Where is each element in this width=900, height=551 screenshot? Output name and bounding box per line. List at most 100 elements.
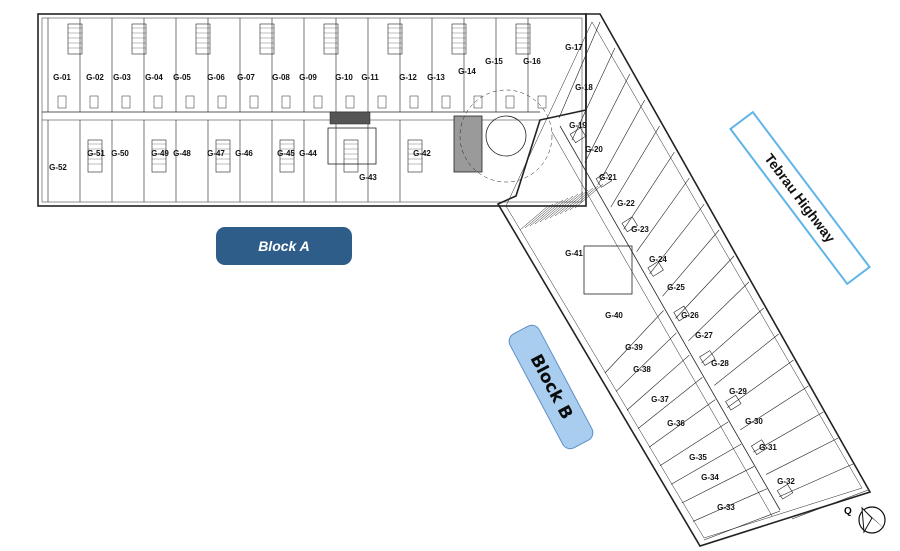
stair-core [621, 216, 638, 233]
unit-label: G-12 [399, 73, 417, 82]
unit-label: G-01 [53, 73, 71, 82]
ramp-line [549, 193, 579, 219]
toilet [505, 95, 515, 109]
ramp-line [559, 189, 589, 215]
ramp-line [534, 199, 564, 225]
stair-core [343, 139, 359, 173]
corridor-line [551, 131, 773, 517]
toilet [345, 95, 355, 109]
block-b-outline [496, 13, 872, 547]
partition-wall [778, 463, 854, 497]
ramp-line [519, 205, 549, 231]
toilet [217, 95, 227, 109]
unit-label: G-09 [299, 73, 317, 82]
partition-wall [610, 125, 660, 208]
stair-core [215, 139, 231, 173]
stair-core [725, 394, 742, 411]
unit-label: G-10 [335, 73, 353, 82]
toilet [249, 95, 259, 109]
unit-label: G-22 [617, 199, 635, 208]
unit-label: G-43 [359, 173, 377, 182]
unit-label: G-07 [237, 73, 255, 82]
block-b-inner-outline [505, 21, 863, 539]
unit-label: G-28 [711, 359, 729, 368]
ramp-line [554, 191, 584, 217]
stair-core [387, 23, 403, 55]
ramp-line [544, 195, 574, 221]
toilet [185, 95, 195, 109]
unit-label: G-04 [145, 73, 163, 82]
partition-wall [765, 437, 839, 475]
stair-core [151, 139, 167, 173]
stair-core [407, 139, 423, 173]
stair-core [323, 23, 339, 55]
toilet [473, 95, 483, 109]
unit-label: G-23 [631, 225, 649, 234]
unit-label: G-11 [361, 73, 379, 82]
partition-wall [584, 73, 631, 163]
unit-label: G-21 [599, 173, 617, 182]
corridor-line [559, 125, 781, 511]
lift-bank [329, 111, 371, 125]
unit-label: G-02 [86, 73, 104, 82]
partition-wall [659, 421, 729, 467]
unit-label: G-17 [565, 43, 583, 52]
unit-label: G-36 [667, 419, 685, 428]
unit-label: G-44 [299, 149, 317, 158]
unit-label: G-16 [523, 57, 541, 66]
unit-label: G-45 [277, 149, 295, 158]
unit-labels: G-01 G-02 G-03 G-04 G-05 G-06 G-07 G-08 G-09 G-10… [49, 43, 795, 512]
partition-wall [670, 443, 742, 485]
stair-core [195, 23, 211, 55]
unit-label: G-40 [605, 311, 623, 320]
compass-label: Q [844, 506, 852, 517]
partition-wall [648, 399, 716, 448]
toilet [121, 95, 131, 109]
unit-label: G-26 [681, 311, 699, 320]
ramp-line [539, 197, 569, 223]
unit-label: G-19 [569, 121, 587, 130]
toilet [89, 95, 99, 109]
building-outline [37, 13, 872, 547]
stair-core [569, 127, 587, 144]
unit-label: G-51 [87, 149, 105, 158]
unit-label: G-08 [272, 73, 290, 82]
block-a-label: Block A [216, 227, 352, 265]
partition-wall [692, 488, 768, 522]
ramp-hatch [519, 183, 604, 231]
unit-label: G-35 [689, 453, 707, 462]
toilet [153, 95, 163, 109]
ramp-line [564, 187, 594, 213]
unit-label: G-30 [745, 417, 763, 426]
toilet [281, 95, 291, 109]
lift-core [327, 127, 377, 165]
unit-label: G-05 [173, 73, 191, 82]
stair-core [87, 139, 103, 173]
toilet [537, 95, 547, 109]
block-a-outline [37, 13, 587, 207]
toilet [313, 95, 323, 109]
unit-label: G-52 [49, 163, 67, 172]
ramp-line [524, 203, 554, 229]
unit-label: G-24 [649, 255, 667, 264]
unit-label: G-03 [113, 73, 131, 82]
block-a-inner-outline [41, 17, 583, 203]
plan-details [57, 23, 794, 500]
ramp-line [569, 185, 599, 211]
stair-core [67, 23, 83, 55]
unit-label: G-46 [235, 149, 253, 158]
unit-label: G-34 [701, 473, 719, 482]
toilet [57, 95, 67, 109]
partition-wall [637, 377, 703, 429]
partition-wall [703, 510, 781, 541]
unit-label: G-20 [585, 145, 603, 154]
stair-core [515, 23, 531, 55]
north-arrow-icon [858, 506, 886, 534]
unit-label: G-06 [207, 73, 225, 82]
partition-wall [604, 310, 664, 374]
partition-wall [558, 21, 601, 119]
stair-core [699, 350, 716, 366]
unit-label: G-38 [633, 365, 651, 374]
partition-wall [615, 332, 677, 392]
lift-core [583, 245, 633, 295]
